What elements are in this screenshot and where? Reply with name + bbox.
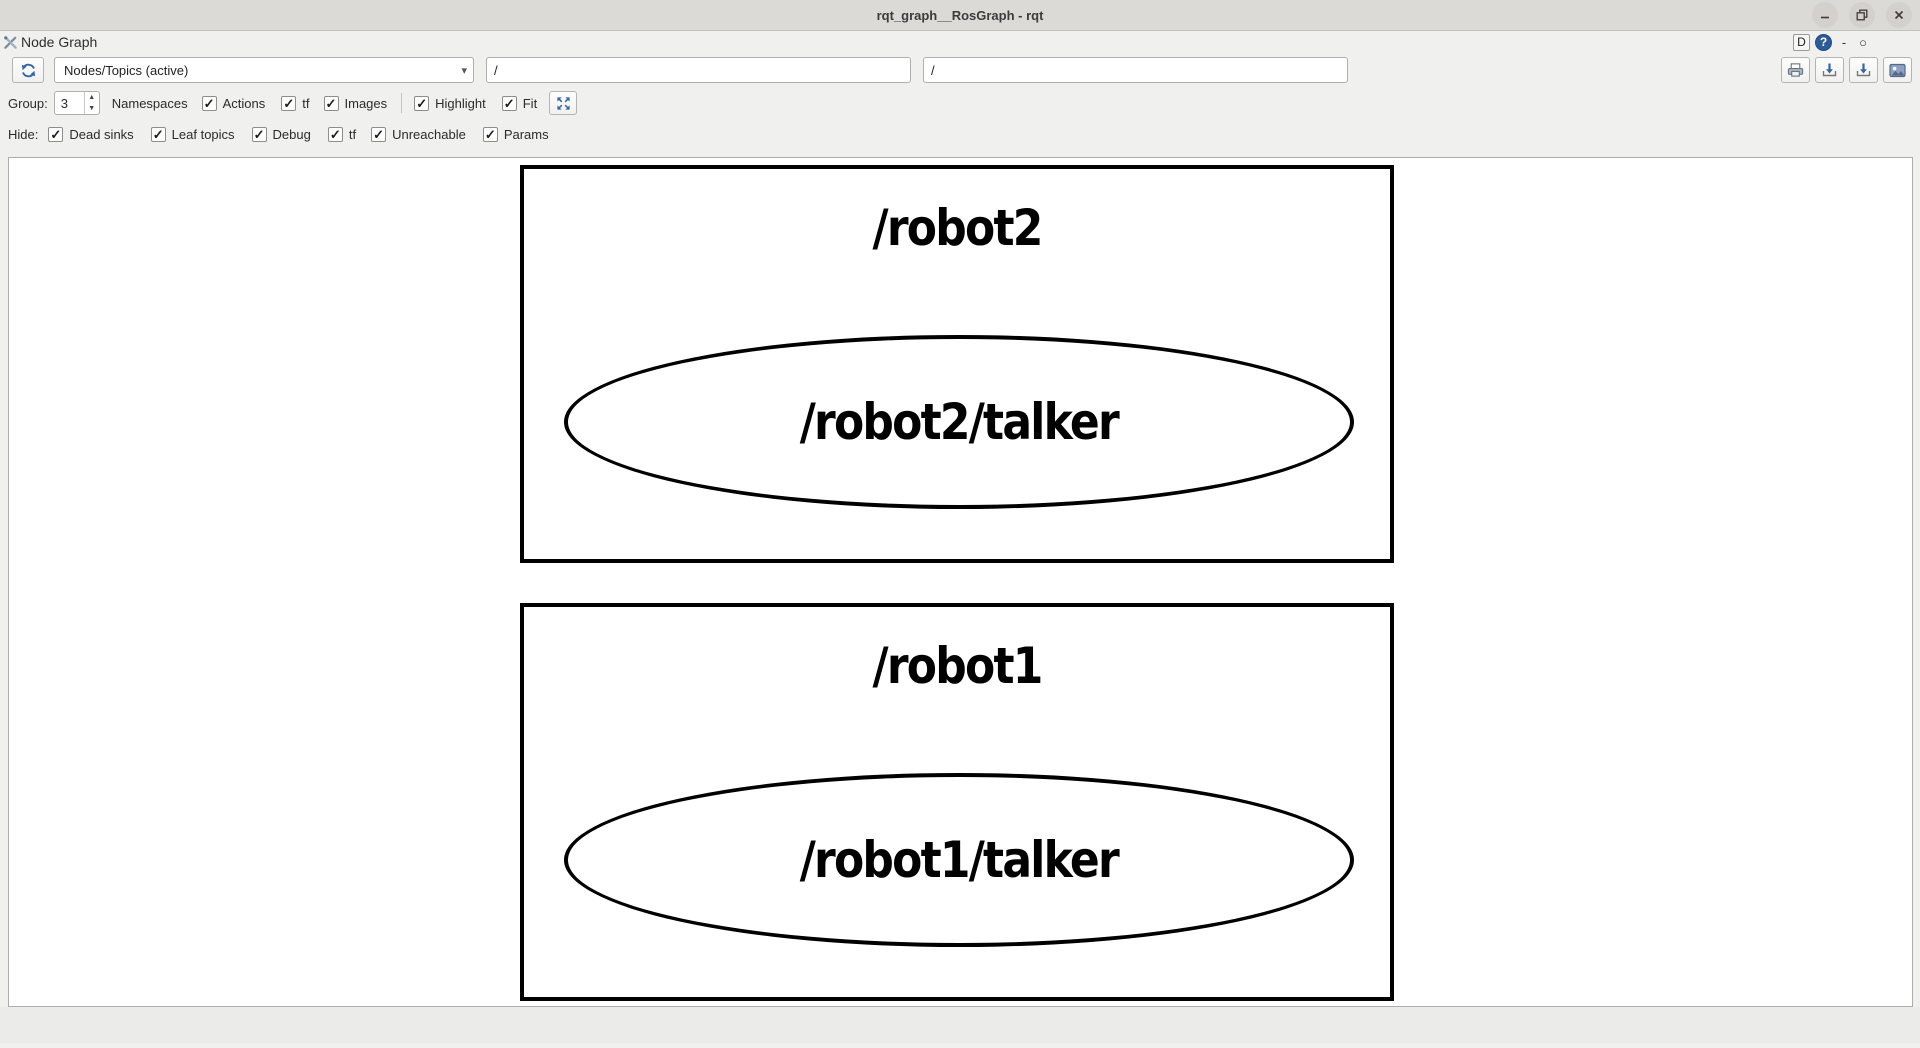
save-dot-icon (1822, 63, 1837, 77)
save-dot-button[interactable] (1815, 57, 1844, 83)
refresh-icon (21, 63, 35, 77)
topic-filter-input[interactable] (923, 57, 1348, 83)
checkbox-leaf-topics-indicator[interactable] (150, 126, 166, 142)
node-robot2-talker-label: /robot2/talker (799, 393, 1120, 451)
graph-file-actions (1781, 57, 1912, 83)
checkbox-actions[interactable]: Actions (201, 95, 265, 111)
node-filter-input[interactable] (486, 57, 911, 83)
graph-canvas[interactable]: /robot2 /robot2/talker /robot1 /robot1/t… (8, 157, 1913, 1007)
save-image-icon (1889, 63, 1906, 77)
checkbox-highlight-indicator[interactable] (414, 95, 430, 111)
fit-in-view-button[interactable] (549, 91, 578, 115)
load-dot-button[interactable] (1781, 57, 1810, 83)
minimize-icon (1821, 16, 1829, 19)
group-options-row: Group: 3 ▲ ▼ Namespaces Actions tf Image… (0, 87, 1920, 119)
bottom-margin-strip (0, 1007, 1920, 1043)
dock-minimize-icon[interactable]: - (1841, 34, 1847, 50)
checkbox-unreachable[interactable]: Unreachable (371, 126, 466, 142)
checkbox-debug-indicator[interactable] (251, 126, 267, 142)
checkbox-dead-sinks[interactable]: Dead sinks (48, 126, 134, 142)
node-robot2-talker[interactable]: /robot2/talker (564, 335, 1354, 509)
cluster-robot1-label: /robot1 (872, 637, 1043, 695)
dock-titlebar: Node Graph D ? - ○ (0, 30, 1920, 53)
checkbox-highlight[interactable]: Highlight (414, 95, 486, 111)
node-robot1-talker[interactable]: /robot1/talker (564, 773, 1354, 947)
checkbox-tf-hide[interactable]: tf (327, 126, 356, 142)
dock-buttons: D ? - ○ (1793, 33, 1870, 51)
minimize-button[interactable] (1812, 2, 1838, 28)
save-image-button[interactable] (1883, 57, 1912, 83)
checkbox-params[interactable]: Params (482, 126, 549, 142)
spin-up-icon[interactable]: ▲ (88, 94, 96, 101)
window-titlebar: rqt_graph__RosGraph - rqt (0, 0, 1920, 30)
checkbox-unreachable-indicator[interactable] (371, 126, 387, 142)
group-label: Group: (8, 95, 48, 111)
cluster-robot1[interactable]: /robot1 /robot1/talker (520, 603, 1394, 1001)
window-controls (1812, 2, 1912, 28)
group-spinbox-value: 3 (60, 95, 68, 111)
save-svg-button[interactable] (1849, 57, 1878, 83)
restore-button[interactable] (1849, 2, 1875, 28)
refresh-button[interactable] (12, 57, 44, 83)
checkbox-leaf-topics[interactable]: Leaf topics (150, 126, 235, 142)
save-svg-icon (1856, 63, 1871, 77)
hide-options-row: Hide: Dead sinks Leaf topics Debug tf Un… (0, 119, 1920, 151)
window-title: rqt_graph__RosGraph - rqt (876, 7, 1044, 23)
checkbox-fit[interactable]: Fit (501, 95, 537, 111)
checkbox-params-indicator[interactable] (482, 126, 498, 142)
dock-title: Node Graph (21, 34, 98, 50)
checkbox-debug[interactable]: Debug (251, 126, 311, 142)
cluster-robot2[interactable]: /robot2 /robot2/talker (520, 165, 1394, 563)
group-spinbox[interactable]: 3 ▲ ▼ (53, 91, 100, 115)
hide-label: Hide: (8, 126, 39, 142)
group-spinbox-arrows[interactable]: ▲ ▼ (83, 92, 99, 114)
graph-toolbar: Nodes/Topics (active) ▾ (0, 53, 1920, 87)
restore-icon (1856, 9, 1868, 21)
checkbox-images[interactable]: Images (323, 95, 387, 111)
checkbox-tf-group-indicator[interactable] (281, 95, 297, 111)
namespaces-label: Namespaces (111, 95, 188, 111)
close-icon (1894, 10, 1904, 20)
toolbar-separator (401, 93, 403, 113)
dock-float-icon[interactable]: ○ (1859, 34, 1867, 50)
node-graph-icon (2, 34, 19, 51)
close-button[interactable] (1886, 2, 1912, 28)
view-mode-value: Nodes/Topics (active) (64, 62, 189, 78)
spin-down-icon[interactable]: ▼ (88, 105, 96, 112)
checkbox-fit-indicator[interactable] (501, 95, 517, 111)
checkbox-tf-group[interactable]: tf (281, 95, 310, 111)
checkbox-dead-sinks-indicator[interactable] (48, 126, 64, 142)
node-robot1-talker-label: /robot1/talker (799, 831, 1120, 889)
fit-in-view-icon (557, 96, 570, 110)
view-mode-select[interactable]: Nodes/Topics (active) ▾ (54, 57, 474, 83)
checkbox-tf-hide-indicator[interactable] (327, 126, 343, 142)
help-icon[interactable]: ? (1815, 33, 1832, 51)
cluster-robot2-label: /robot2 (872, 199, 1043, 257)
dock-d-button[interactable]: D (1793, 33, 1810, 51)
load-dot-icon (1787, 63, 1804, 77)
chevron-down-icon: ▾ (461, 64, 467, 77)
checkbox-actions-indicator[interactable] (201, 95, 217, 111)
checkbox-images-indicator[interactable] (323, 95, 339, 111)
